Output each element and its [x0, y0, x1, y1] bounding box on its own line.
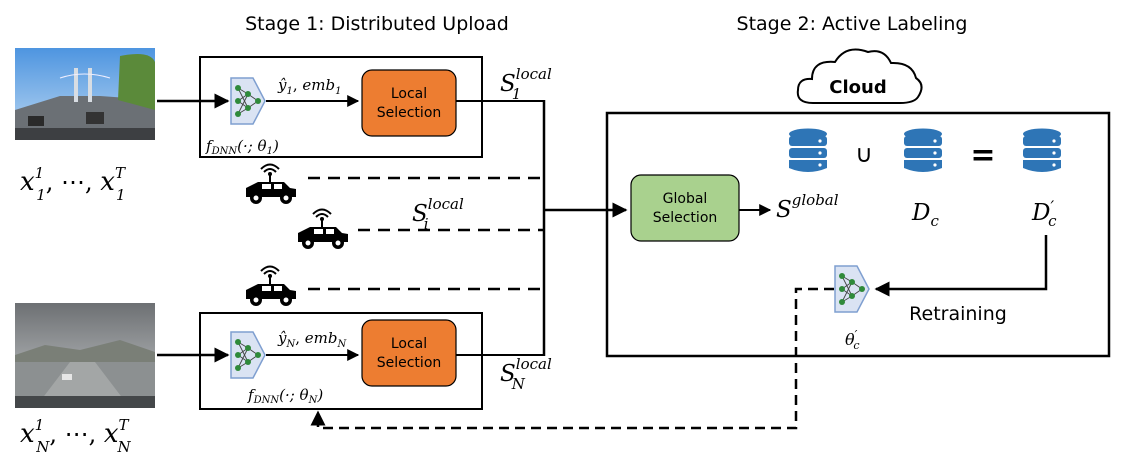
bottom-local-selection-line1: Local — [391, 336, 427, 352]
top-local-selection-line2: Selection — [377, 105, 442, 121]
cloud-dnn-icon — [834, 265, 870, 313]
bottom-local-selection-line2: Selection — [377, 355, 442, 371]
stage2-title: Stage 2: Active Labeling — [737, 13, 968, 35]
union-symbol: ∪ — [855, 140, 873, 168]
top-device-box — [199, 56, 483, 158]
equals-symbol: = — [970, 138, 995, 173]
bottom-dnn-icon — [230, 331, 266, 379]
global-output-label: Sglobal — [776, 191, 839, 223]
svg-text:x11, ⋯, xT1: x11, ⋯, xT1 — [20, 164, 126, 204]
bottom-local-selection-box — [361, 319, 457, 387]
bottom-dnn-output: ŷN, embN — [277, 329, 347, 350]
database-icon — [1023, 128, 1061, 172]
bottom-input-photo — [15, 303, 155, 408]
cloud-icon — [796, 48, 923, 104]
car-icon — [245, 163, 297, 205]
cloud-label: Cloud — [829, 77, 886, 98]
car-icon — [245, 265, 297, 307]
global-selection-line1: Global — [663, 191, 708, 207]
global-selection-line2: Selection — [653, 210, 718, 226]
car-icon — [297, 208, 349, 250]
bottom-device-box — [199, 312, 483, 410]
retraining-arrow — [874, 235, 1048, 297]
bottom-model-label: fDNN(·; θN) — [247, 386, 323, 406]
dc-prime-label: D′c — [1031, 197, 1057, 230]
database-icon — [904, 128, 942, 172]
database-icon — [789, 128, 827, 172]
stage1-title: Stage 1: Distributed Upload — [245, 13, 509, 35]
cloud-region-box — [605, 111, 1111, 358]
cloud-model-label: θ′c — [845, 328, 860, 352]
dc-label: Dc — [911, 200, 939, 230]
top-model-label: fDNN(·; θ1) — [205, 137, 279, 157]
global-selection-box — [630, 174, 740, 242]
retraining-label: Retraining — [909, 303, 1007, 325]
top-input-photo — [15, 48, 155, 140]
top-local-selection-line1: Local — [391, 86, 427, 102]
top-local-selection-box — [361, 69, 457, 137]
top-dnn-output: ŷ1, emb1 — [277, 76, 341, 97]
top-dnn-icon — [230, 77, 266, 125]
svg-text:x1N, ⋯, xTN: x1N, ⋯, xTN — [20, 416, 132, 456]
model-update-dashed-arrow — [310, 287, 834, 430]
